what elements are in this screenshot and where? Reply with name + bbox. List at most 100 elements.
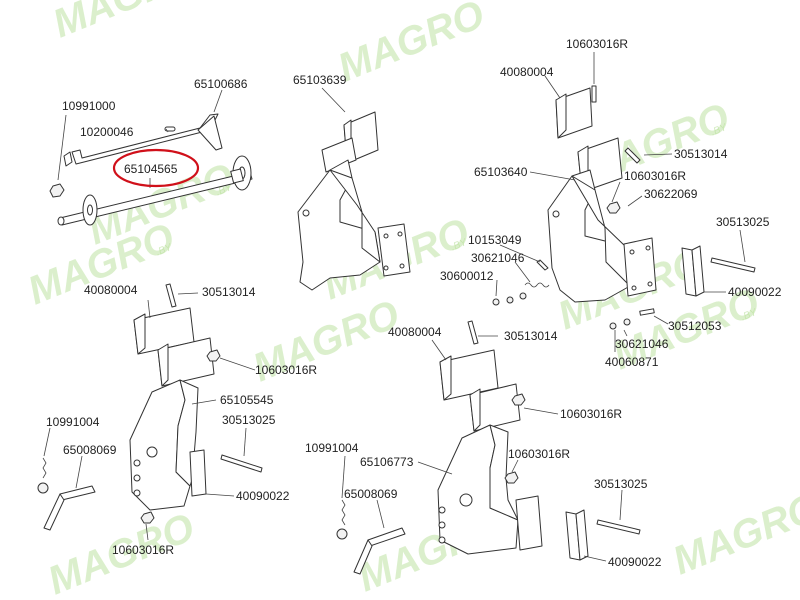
bracket-65103639 xyxy=(297,111,411,291)
bolt-hole xyxy=(631,285,637,291)
bolt-hole xyxy=(647,281,653,287)
clamp-plate xyxy=(189,449,207,497)
bolt-hole xyxy=(438,536,446,544)
u-bracket-side xyxy=(469,388,481,432)
bent-rod-arm xyxy=(197,115,223,151)
part-label: 65008069 xyxy=(344,487,398,501)
clamp-plate xyxy=(515,495,543,551)
part-label: 10603016R xyxy=(112,543,174,557)
part-label: 40080004 xyxy=(500,65,554,79)
part-label: 65103640 xyxy=(474,165,528,179)
u-channel-lip xyxy=(321,137,357,173)
bolt-hole xyxy=(397,231,403,237)
bolt xyxy=(591,85,597,103)
watermark-text: MAGRO xyxy=(667,485,800,583)
bolt-hole xyxy=(133,459,141,467)
washer xyxy=(506,296,514,304)
clamp-plate xyxy=(623,237,657,297)
hex-nut xyxy=(140,511,155,524)
bolt-hole xyxy=(133,474,141,482)
bolt-hole xyxy=(629,249,635,255)
part-label: 10991000 xyxy=(62,99,116,113)
part-label: 65103639 xyxy=(293,73,347,87)
part-label: 10603016R xyxy=(508,447,570,461)
u-bracket-side xyxy=(133,313,146,355)
part-label: 30600012 xyxy=(440,269,494,283)
hex-nut xyxy=(606,201,621,214)
bolt-hole xyxy=(438,521,446,529)
axle-assembly xyxy=(49,113,253,226)
bolt-hole xyxy=(552,210,560,218)
part-label: 40080004 xyxy=(388,325,442,339)
part-label: 65106773 xyxy=(360,455,414,469)
small-pin xyxy=(164,126,176,132)
plate-fold xyxy=(329,169,381,263)
part-label: 40060871 xyxy=(605,355,659,369)
part-label: 30513014 xyxy=(504,329,558,343)
watermark-text: MAGRO xyxy=(47,0,206,46)
bolt-hole xyxy=(383,233,389,239)
u-bracket-side xyxy=(555,93,567,139)
chain xyxy=(341,499,346,526)
u-bracket-side xyxy=(157,343,169,387)
washer xyxy=(492,298,500,306)
part-label-highlighted: 65104565 xyxy=(124,162,178,176)
part-label: 30621046 xyxy=(615,337,669,351)
part-label: 40090022 xyxy=(728,285,782,299)
washer xyxy=(609,322,617,330)
part-label: 10603016R xyxy=(560,407,622,421)
washer xyxy=(519,292,527,300)
bracket-65106773-assembly xyxy=(336,320,641,575)
part-label: 10603016R xyxy=(624,169,686,183)
bolt-hole xyxy=(459,493,473,507)
lynch-pin xyxy=(37,482,49,494)
hitch-pin-handle xyxy=(43,493,65,531)
part-label: 40090022 xyxy=(236,489,290,503)
lynch-pin xyxy=(336,528,348,540)
axle-disk-hub xyxy=(87,204,93,216)
hex-nut xyxy=(504,471,519,484)
bolt-hole xyxy=(645,245,651,251)
hitch-pin xyxy=(59,485,96,501)
bolt xyxy=(165,283,177,308)
part-label: 10603016R xyxy=(566,37,628,51)
u-bracket-side xyxy=(439,355,452,401)
bolt xyxy=(639,308,655,316)
hitch-pin-handle xyxy=(353,539,373,575)
bent-rod-tip xyxy=(63,151,73,167)
washer xyxy=(623,318,631,326)
part-label: 10991004 xyxy=(305,441,359,455)
part-label: 10153049 xyxy=(468,233,522,247)
long-bolt xyxy=(220,454,263,473)
part-label: 10991004 xyxy=(46,415,100,429)
part-label: 30513025 xyxy=(716,215,770,229)
part-labels: 10991000 10200046 65100686 65104565 6510… xyxy=(46,37,782,569)
bolt-hole xyxy=(146,446,158,458)
bolt xyxy=(467,320,479,345)
bolt-hole xyxy=(438,506,446,514)
part-label: 30621046 xyxy=(471,251,525,265)
bolt-hole xyxy=(383,265,389,271)
hex-nut xyxy=(511,393,526,406)
long-bolt xyxy=(710,257,756,273)
bent-rod xyxy=(71,113,219,165)
hex-nut xyxy=(49,183,65,198)
leader-lines xyxy=(43,52,746,562)
axle-bushing xyxy=(230,168,244,184)
bolt-hole xyxy=(302,209,310,217)
watermarks: MAGRO .BY MAGRO MAGRO .BY MAGRO .BY MAGR… xyxy=(22,0,800,600)
part-label: 30513014 xyxy=(202,285,256,299)
part-label: 40090022 xyxy=(608,555,662,569)
part-label: 30513014 xyxy=(674,147,728,161)
spring xyxy=(524,282,550,288)
plate-fold xyxy=(571,175,631,287)
part-label: 40080004 xyxy=(84,283,138,297)
bolt-hole xyxy=(133,489,141,497)
part-label: 30513025 xyxy=(222,413,276,427)
watermark-text: MAGRO xyxy=(332,0,491,90)
hex-nut xyxy=(206,349,221,362)
part-label: 10200046 xyxy=(80,125,134,139)
chain xyxy=(42,457,47,479)
bracket-65103640-assembly xyxy=(492,85,756,330)
part-label: 65008069 xyxy=(63,443,117,457)
